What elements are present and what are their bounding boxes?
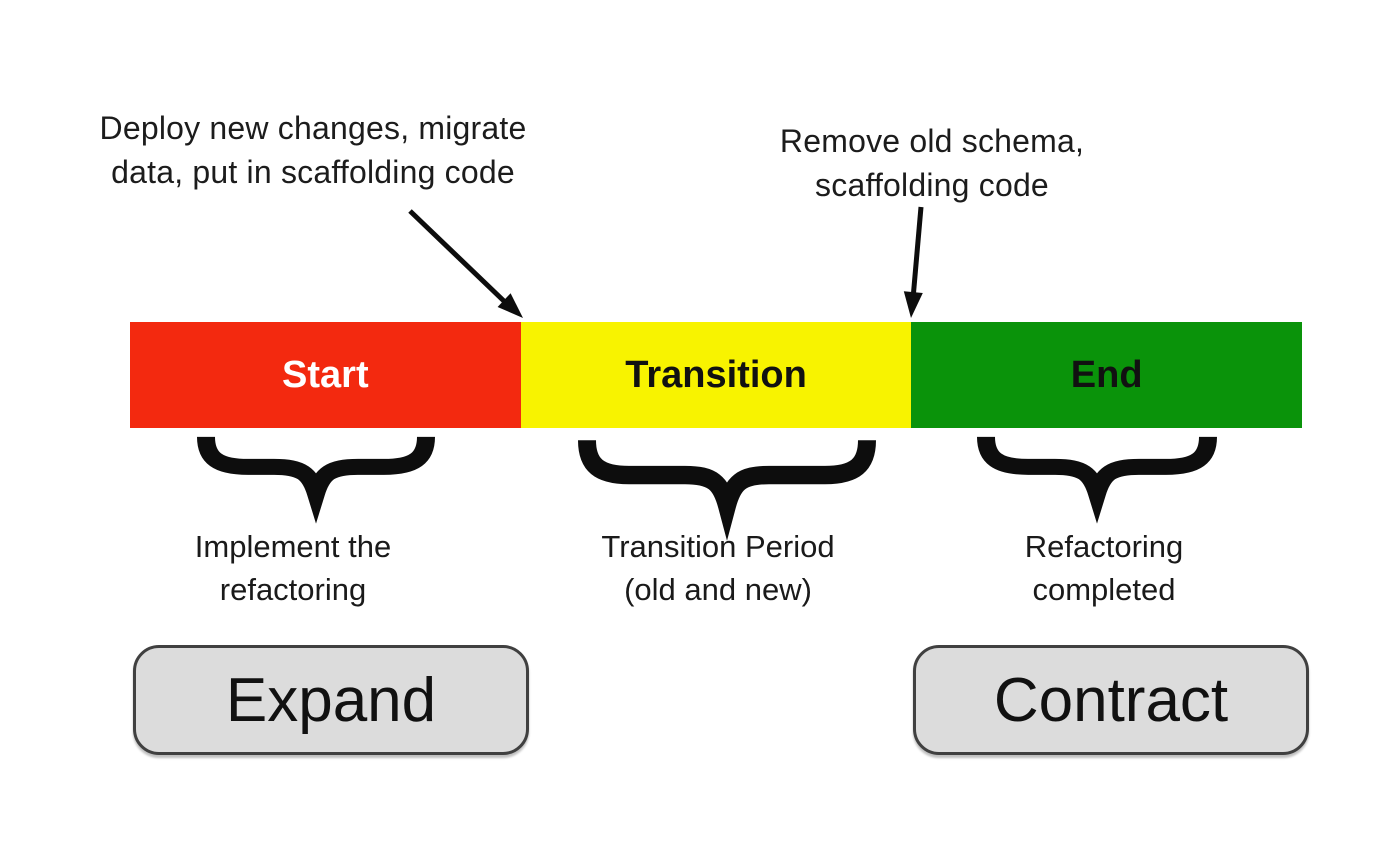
underbrace-end-icon — [977, 436, 1217, 524]
arrow-head-icon — [497, 293, 523, 318]
phase-caption-transition-line-1: Transition Period — [601, 529, 835, 564]
arrow-to-transition-end-boundary — [903, 206, 924, 318]
annotation-remove-line-1: Remove old schema, — [779, 123, 1085, 159]
annotation-deploy-line-2: data, put in scaffolding code — [111, 154, 515, 190]
contract-box: Contract — [913, 645, 1309, 755]
annotation-remove-line-2: scaffolding code — [815, 167, 1049, 203]
brace-path — [578, 439, 876, 541]
bar-segment-end-label: End — [1070, 353, 1143, 396]
timeline-bar: Start Transition End — [130, 322, 1303, 428]
phase-caption-end: Refactoring completed — [954, 525, 1254, 611]
bar-segment-start: Start — [130, 322, 521, 428]
arrow-shaft — [911, 206, 924, 294]
annotation-deploy-line-1: Deploy new changes, migrate — [99, 110, 527, 146]
phase-caption-end-line-1: Refactoring — [1024, 529, 1184, 564]
phase-caption-transition: Transition Period (old and new) — [568, 525, 868, 611]
contract-box-label: Contract — [993, 665, 1229, 735]
annotation-deploy-note: Deploy new changes, migrate data, put in… — [63, 106, 563, 194]
arrow-head-icon — [903, 291, 923, 318]
bar-segment-end: End — [911, 322, 1303, 428]
bar-segment-transition: Transition — [520, 322, 912, 428]
expand-box: Expand — [133, 645, 529, 755]
expand-box-label: Expand — [225, 665, 437, 735]
bar-segment-start-label: Start — [282, 353, 369, 396]
phase-caption-start-line-2: refactoring — [219, 572, 367, 607]
phase-caption-end-line-2: completed — [1032, 572, 1176, 607]
brace-path — [197, 436, 435, 524]
arrow-to-start-transition-boundary — [408, 209, 523, 318]
arrow-shaft — [408, 209, 508, 305]
phase-caption-transition-line-2: (old and new) — [624, 572, 812, 607]
brace-path — [977, 436, 1217, 524]
underbrace-transition-icon — [578, 439, 876, 541]
phase-caption-start-line-1: Implement the — [194, 529, 392, 564]
phase-caption-start: Implement the refactoring — [143, 525, 443, 611]
annotation-remove-note: Remove old schema, scaffolding code — [732, 119, 1132, 207]
bar-segment-transition-label: Transition — [625, 353, 807, 396]
underbrace-start-icon — [197, 436, 435, 524]
